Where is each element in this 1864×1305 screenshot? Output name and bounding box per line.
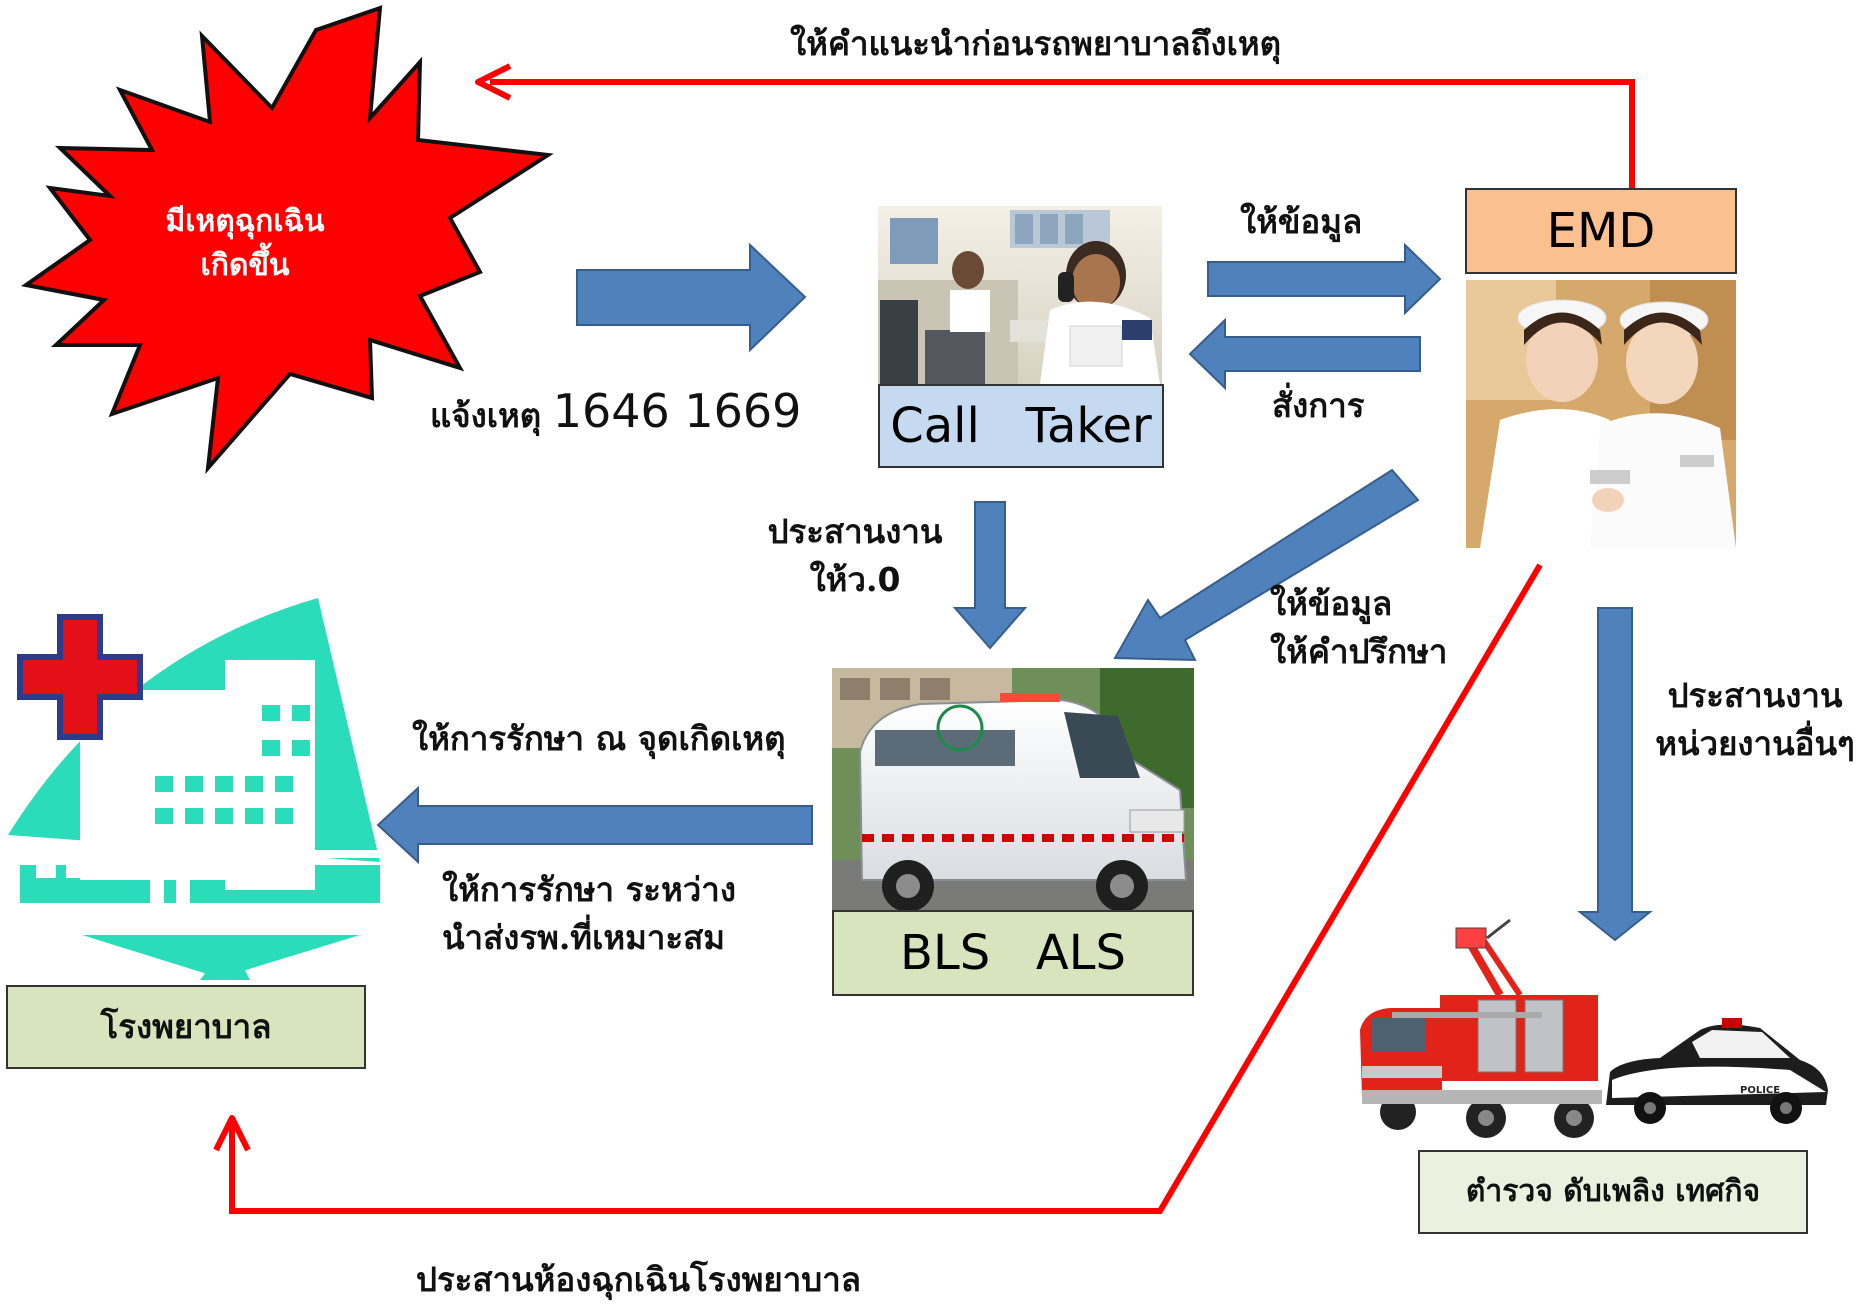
call-taker-label: Call Taker <box>890 398 1152 454</box>
red-cross-icon <box>17 614 143 740</box>
treat-transport-line2: นำส่งรพ.ที่เหมาะสม <box>442 917 725 957</box>
emd-to-unit-arrow <box>1113 468 1420 662</box>
coordinate-others-label: ประสานงาน หน่วยงานอื่นๆ <box>1650 672 1860 768</box>
coordinate-others-line1: ประสานงาน <box>1667 676 1843 715</box>
emd-label: EMD <box>1546 203 1656 259</box>
fire-truck-icon <box>1360 918 1602 1138</box>
treat-at-scene-label: ให้การรักษา ณ จุดเกิดเหตุ <box>412 719 786 758</box>
report-prefix: แจ้งเหตุ <box>430 396 542 435</box>
emd-to-unit-label: ให้ข้อมูล ให้คำปรึกษา <box>1270 580 1447 676</box>
emergency-line2: เกิดขึ้น <box>200 247 290 283</box>
report-arrow <box>576 242 807 353</box>
coordinate-unit-prefix: ให้ว. <box>809 559 878 599</box>
report-label: แจ้งเหตุ 1646 1669 <box>430 378 801 445</box>
hospital-er-coordination-label: ประสานห้องฉุกเฉินโรงพยาบาล <box>416 1260 861 1299</box>
treat-transport-line1: ให้การรักษา ระหว่าง <box>442 870 736 909</box>
call-taker-box: Call Taker <box>878 384 1164 468</box>
coordinate-unit-line1: ประสานงาน <box>767 512 943 551</box>
hospital-building-icon <box>8 598 380 980</box>
emergency-line1: มีเหตุฉุกเฉิน <box>165 204 325 239</box>
call-center-photo <box>878 206 1162 384</box>
emd-to-unit-line2: ให้คำปรึกษา <box>1270 631 1448 671</box>
police-car-text: POLICE <box>1740 1085 1780 1096</box>
coordinate-others-line2: หน่วยงานอื่นๆ <box>1655 723 1855 763</box>
coordinate-others-arrow <box>1577 607 1653 942</box>
info-to-emd-label: ให้ข้อมูล <box>1240 202 1363 241</box>
hospital-box: โรงพยาบาล <box>6 985 366 1069</box>
agencies-label: ตำรวจ ดับเพลิง เทศกิจ <box>1465 1174 1761 1210</box>
emergency-occurred-label: มีเหตุฉุกเฉิน เกิดขึ้น <box>150 200 340 287</box>
agencies-box: ตำรวจ ดับเพลิง เทศกิจ <box>1418 1150 1808 1234</box>
coordinate-down-arrow <box>952 501 1028 650</box>
bls-als-box: BLS ALS <box>832 910 1194 996</box>
hospital-label: โรงพยาบาล <box>100 1007 272 1047</box>
advice-return-line <box>475 63 1635 188</box>
treat-transport-label: ให้การรักษา ระหว่าง นำส่งรพ.ที่เหมาะสม <box>442 866 736 962</box>
report-numbers: 1646 1669 <box>552 384 802 438</box>
coordinate-unit-code: 0 <box>877 559 901 599</box>
command-arrow-left <box>1188 317 1421 391</box>
info-arrow-right <box>1207 242 1442 316</box>
coordinate-unit-line2: ให้ว.0 <box>765 556 945 604</box>
advice-before-ambulance-label: ให้คำแนะนำก่อนรถพยาบาลถึงเหตุ <box>790 24 1282 63</box>
emd-box: EMD <box>1465 188 1737 274</box>
coordinate-unit-label: ประสานงาน ให้ว.0 <box>765 508 945 604</box>
nurses-photo <box>1466 280 1736 548</box>
command-label: สั่งการ <box>1272 386 1365 425</box>
explosion-burst-icon <box>20 5 554 475</box>
bls-als-label: BLS ALS <box>900 925 1126 981</box>
treatment-arrow-left <box>376 785 813 865</box>
emd-to-unit-line1: ให้ข้อมูล <box>1270 584 1393 623</box>
hospital-coordination-line <box>213 563 1543 1214</box>
ambulance-icon <box>832 668 1194 912</box>
police-car-icon: POLICE <box>1606 1018 1828 1124</box>
